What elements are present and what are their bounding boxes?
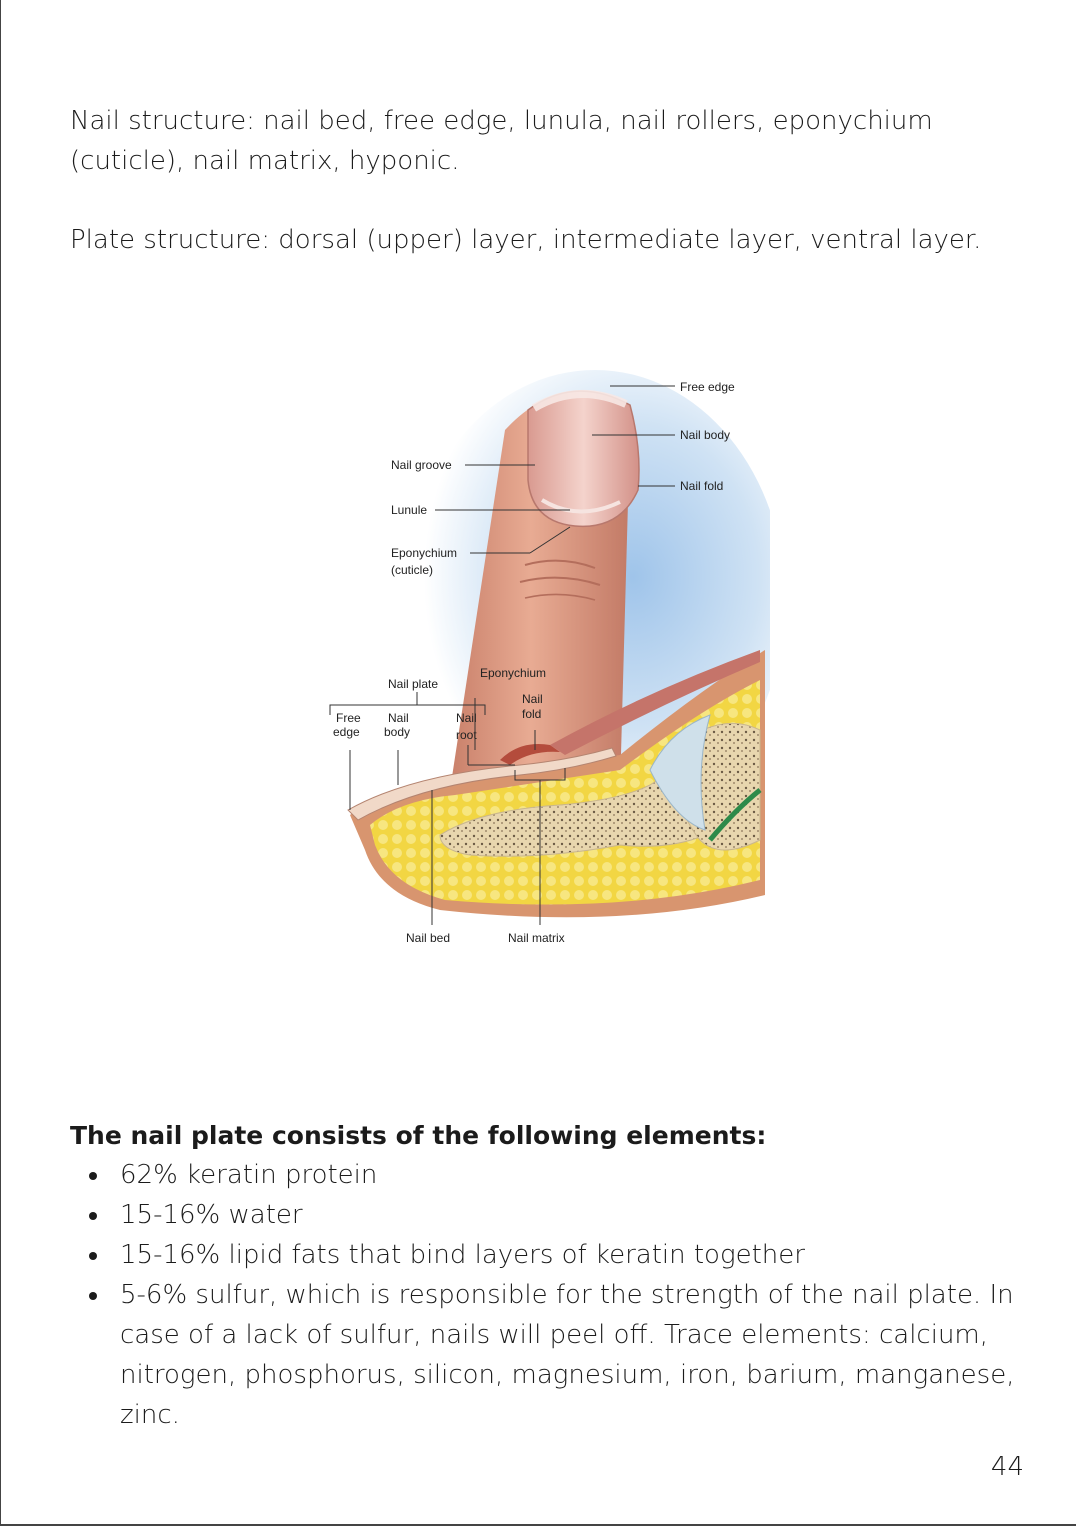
label-free-edge-section-line2: edge bbox=[333, 725, 360, 739]
label-nail-fold-top: Nail fold bbox=[680, 479, 723, 493]
label-free-edge-top: Free edge bbox=[680, 380, 735, 394]
label-lunule: Lunule bbox=[391, 503, 427, 517]
nail-anatomy-figure: Free edge Nail body Nail fold Nail groov… bbox=[320, 370, 770, 950]
nail-anatomy-illustration: Free edge Nail body Nail fold Nail groov… bbox=[329, 370, 770, 945]
label-nail-bed: Nail bed bbox=[406, 931, 450, 945]
label-cuticle: (cuticle) bbox=[391, 563, 433, 577]
label-nail-body-section-line1: Nail bbox=[388, 711, 409, 725]
list-item: 5-6% sulfur, which is responsible for th… bbox=[70, 1275, 1030, 1435]
list-item: 15-16% water bbox=[70, 1195, 1030, 1235]
bullet-icon bbox=[89, 1172, 97, 1180]
label-eponychium-section: Eponychium bbox=[480, 666, 546, 680]
label-free-edge-section-line1: Free bbox=[336, 711, 361, 725]
bullet-icon bbox=[89, 1292, 97, 1300]
nail-structure-paragraph: Nail structure: nail bed, free edge, lun… bbox=[70, 106, 933, 176]
label-eponychium-top: Eponychium bbox=[391, 546, 457, 560]
label-nail-body-section-line2: body bbox=[384, 725, 410, 739]
label-nail-matrix: Nail matrix bbox=[508, 931, 565, 945]
list-item: 15-16% lipid fats that bind layers of ke… bbox=[70, 1235, 1030, 1275]
bullet-icon bbox=[89, 1252, 97, 1260]
label-nail-root-line1: Nail bbox=[456, 711, 477, 725]
label-nail-body-top: Nail body bbox=[680, 428, 730, 442]
page-number: 44 bbox=[990, 1452, 1024, 1482]
bullet-icon bbox=[89, 1212, 97, 1220]
composition-heading: The nail plate consists of the following… bbox=[70, 1121, 767, 1150]
label-nail-root-line2: root bbox=[456, 728, 477, 742]
label-nail-fold-section-line1: Nail bbox=[522, 692, 543, 706]
label-nail-groove: Nail groove bbox=[391, 458, 452, 472]
plate-structure-paragraph: Plate structure: dorsal (upper) layer, i… bbox=[70, 225, 982, 255]
composition-list: 62% keratin protein 15-16% water 15-16% … bbox=[70, 1155, 1030, 1435]
label-nail-plate: Nail plate bbox=[388, 677, 438, 691]
list-item: 62% keratin protein bbox=[70, 1155, 1030, 1195]
label-nail-fold-section-line2: fold bbox=[522, 707, 541, 721]
